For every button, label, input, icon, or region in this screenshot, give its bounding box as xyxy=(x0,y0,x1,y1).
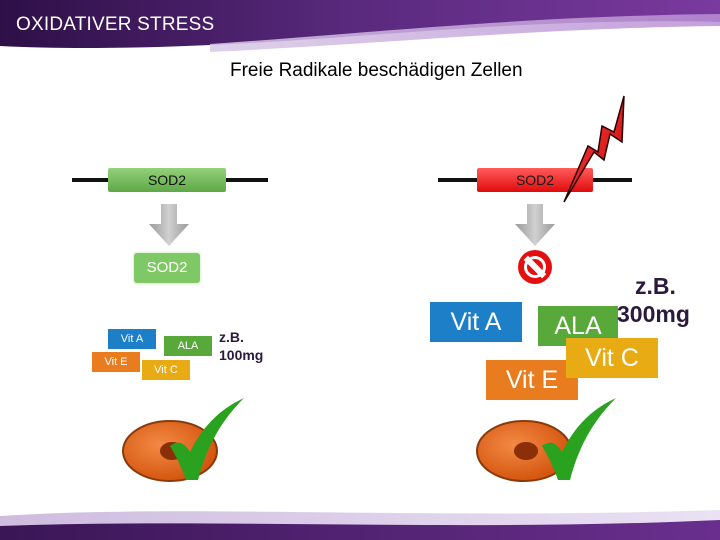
page-subtitle: Freie Radikale beschädigen Zellen xyxy=(230,60,523,82)
left-dose-line-1: z.B. xyxy=(219,329,244,345)
prohibited-icon xyxy=(516,248,554,286)
left-vit-c: Vit C xyxy=(142,360,190,380)
footer-band xyxy=(0,490,720,540)
left-gene-sod2: SOD2 xyxy=(108,168,226,192)
right-dose-label: z.B. 300mg xyxy=(617,272,690,328)
down-arrow-icon xyxy=(149,204,189,246)
right-vit-e: Vit E xyxy=(486,360,578,400)
lightning-bolt-icon xyxy=(558,90,648,210)
left-protein-sod2: SOD2 xyxy=(134,253,200,283)
right-dose-line-2: 300mg xyxy=(617,301,690,327)
checkmark-icon xyxy=(168,398,246,482)
left-vit-e: Vit E xyxy=(92,352,140,372)
left-ala: ALA xyxy=(164,336,212,356)
left-vit-a: Vit A xyxy=(108,329,156,349)
right-dose-line-1: z.B. xyxy=(635,273,676,299)
checkmark-icon xyxy=(540,398,618,482)
down-arrow-icon xyxy=(515,204,555,246)
right-vit-c: Vit C xyxy=(566,338,658,378)
left-dose-line-2: 100mg xyxy=(219,347,263,363)
page-title: OXIDATIVER STRESS xyxy=(16,14,214,36)
right-vit-a: Vit A xyxy=(430,302,522,342)
left-dose-label: z.B. 100mg xyxy=(219,328,263,364)
